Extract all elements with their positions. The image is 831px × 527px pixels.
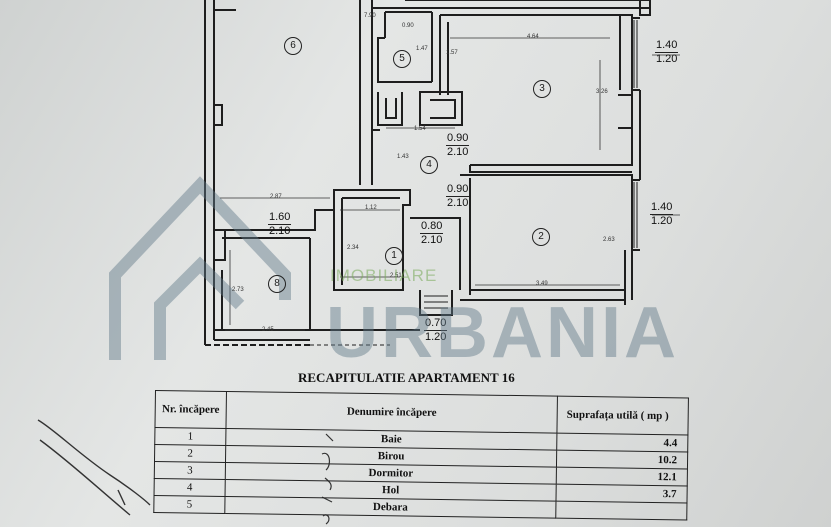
header-area: Suprafața utilă ( mp ) [556, 396, 689, 435]
room-name: Baie [380, 433, 402, 446]
room-name: Hol [381, 484, 400, 497]
opening-height: 2.10 [269, 225, 291, 237]
opening-width: 0.90 [446, 183, 470, 197]
dimension-label: 3.49 [536, 281, 548, 287]
opening-label-window-room3: 1.40 1.20 [655, 39, 679, 65]
cell-nr: 3 [154, 461, 226, 480]
opening-width: 0.80 [420, 220, 444, 234]
cell-area: 3.7 [555, 484, 688, 503]
opening-label-window-room2: 1.40 1.20 [650, 201, 674, 227]
header-nr: Nr. încăpere [154, 390, 227, 429]
room-number-6: 6 [284, 37, 302, 55]
dimension-label: 1.57 [446, 50, 458, 56]
dimension-label: 7.90 [364, 13, 376, 19]
opening-label-door-hol-room3: 0.90 2.10 [446, 132, 470, 158]
room-number-1: 1 [385, 247, 403, 265]
room-name: Dormitor [368, 466, 414, 480]
dimension-label: 3.26 [596, 89, 608, 95]
opening-height: 1.20 [651, 215, 673, 227]
room-number-8: 8 [268, 275, 286, 293]
opening-height: 1.20 [656, 53, 678, 65]
dimension-label: 1.43 [397, 154, 409, 160]
dimension-label: 0.90 [402, 23, 414, 29]
dimension-label: 1.12 [365, 205, 377, 211]
room-number-5: 5 [393, 50, 411, 68]
cell-nr: 2 [154, 444, 226, 463]
header-name: Denumire încăpere [225, 391, 558, 434]
signature-scribble [37, 419, 151, 516]
opening-width: 1.40 [650, 201, 674, 215]
opening-label-window-bottom: 0.70 1.20 [424, 317, 448, 343]
recap-title: RECAPITULATIE APARTAMENT 16 [298, 370, 515, 385]
opening-height: 1.20 [425, 331, 447, 343]
dimension-label: 2.51 [390, 273, 402, 279]
cell-area: 4.4 [556, 433, 688, 452]
recap-table: Nr. încăpere Denumire încăpere Suprafața… [153, 390, 689, 520]
dimension-label: 2.73 [232, 287, 244, 293]
cell-nr: 5 [153, 495, 226, 514]
watermark-sub: IMOBILIARE [330, 266, 438, 285]
dimension-label: 2.45 [262, 327, 274, 333]
room-number-4: 4 [420, 156, 438, 174]
room-number-2: 2 [532, 228, 550, 246]
dimension-label: 2.63 [603, 237, 615, 243]
watermark-brand: URBANIA [326, 293, 679, 373]
opening-width: 1.40 [655, 39, 679, 53]
cell-area: 10.2 [556, 450, 688, 469]
cell-nr: 1 [154, 427, 226, 446]
room-name: Debara [372, 501, 408, 514]
dimension-label: 1.54 [414, 126, 426, 132]
dimension-label: 4.64 [527, 34, 539, 40]
opening-width: 1.60 [268, 211, 292, 225]
dimension-label: 2.34 [347, 245, 359, 251]
opening-height: 2.10 [447, 146, 469, 158]
dimension-label: 2.87 [270, 194, 282, 200]
room-name: Birou [377, 450, 405, 463]
cell-nr: 4 [154, 478, 226, 497]
opening-label-door-hol-room2: 0.90 2.10 [446, 183, 470, 209]
opening-height: 2.10 [421, 234, 443, 246]
dimension-label: 1.47 [416, 46, 428, 52]
cell-area: 12.1 [556, 467, 688, 486]
watermark-house-icon [109, 176, 291, 360]
room-number-3: 3 [533, 80, 551, 98]
opening-width: 0.70 [424, 317, 448, 331]
opening-label-door-baie: 0.80 2.10 [420, 220, 444, 246]
opening-label-door-room8: 1.60 2.10 [268, 211, 292, 237]
opening-width: 0.90 [446, 132, 470, 146]
opening-height: 2.10 [447, 197, 469, 209]
cell-area [555, 501, 687, 520]
